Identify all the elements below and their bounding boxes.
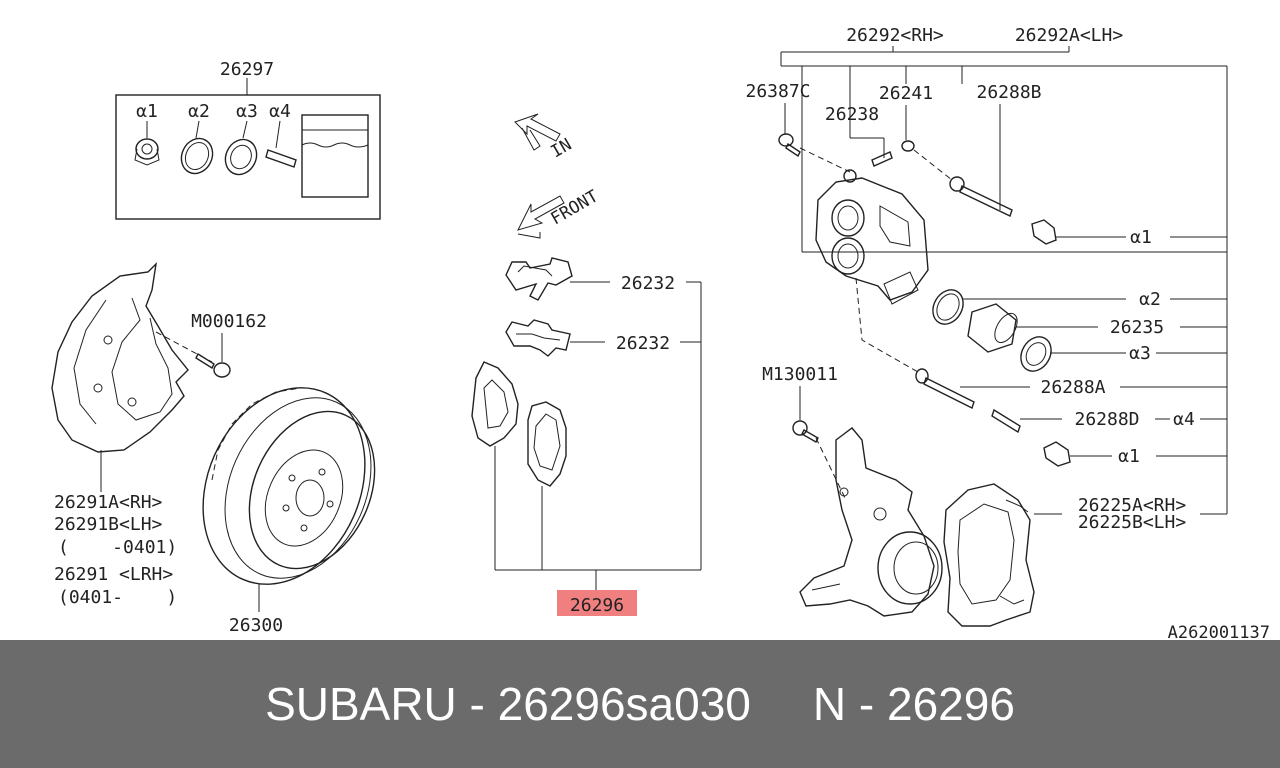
shim-upper: [505, 257, 573, 301]
a4-caliper-label: α4: [1173, 409, 1195, 430]
shield-date2-label: (0401- ): [58, 587, 177, 608]
support-rh-label: 26225A<RH>: [1078, 495, 1187, 516]
caliper-support: [943, 483, 1035, 627]
a1-boot-lower: [1043, 441, 1071, 467]
part-26288d-pin: [991, 408, 1021, 434]
a2-seal-ring: [932, 289, 964, 325]
kit-a4-label: α4: [269, 101, 291, 122]
shield-lrh-label: 26291 <LRH>: [54, 564, 173, 585]
kit-grease-tube: [301, 114, 369, 198]
brake-rotor: [202, 387, 376, 585]
direction-arrow-in: IN: [514, 113, 575, 162]
shield-date1-label: ( -0401): [58, 537, 177, 558]
shim-upper-label: 26232: [621, 273, 675, 294]
kit-a2-seal-ring: [180, 137, 214, 175]
part-26288d-label: 26288D: [1074, 409, 1139, 430]
pad-set-highlight: [557, 590, 637, 616]
footer-brand-part: SUBARU - 26296sa030: [265, 678, 751, 730]
caliper-body: [815, 169, 929, 305]
brake-pad-outer: [471, 361, 519, 447]
bolt-m000162-label: M000162: [191, 311, 267, 332]
kit-a4-pin: [265, 149, 297, 168]
kit-label: 26297: [220, 59, 274, 80]
kit-a1-label: α1: [136, 101, 158, 122]
bleeder-cap-label: 26387C: [745, 81, 810, 102]
bleeder-cap: [778, 133, 801, 158]
kit-a1-boot: [134, 138, 160, 166]
a2-caliper-label: α2: [1139, 289, 1161, 310]
kit-a3-label: α3: [236, 101, 258, 122]
shim-lower: [505, 319, 571, 357]
part-26288b-label: 26288B: [976, 82, 1041, 103]
bolt-m130011: [792, 420, 819, 443]
shim-lower-label: 26232: [616, 333, 670, 354]
support-lh-label: 26225B<LH>: [1078, 512, 1187, 533]
footer-number: N - 26296: [812, 678, 1015, 730]
a3-piston-seal: [1020, 336, 1052, 372]
dust-shield: [51, 261, 189, 453]
rotor-label: 26300: [229, 615, 283, 636]
bolt-m130011-label: M130011: [762, 364, 838, 385]
diagram-canvas: 26297 α1 α2 α3 α4 IN FRONT: [51, 25, 1270, 640]
caliper-lh-label: 26292A<LH>: [1015, 25, 1124, 46]
caliper-callout-lines: [780, 46, 1228, 515]
a1-upper-label: α1: [1130, 227, 1152, 248]
brake-pad-inner: [527, 401, 567, 487]
piston-26235: [967, 303, 1018, 353]
kit-a3-piston-seal: [224, 138, 258, 176]
kit-a2-label: α2: [188, 101, 210, 122]
pad-set-bracket: [494, 281, 702, 590]
a3-caliper-label: α3: [1129, 343, 1151, 364]
shield-rh-label: 26291A<RH>: [54, 492, 163, 513]
a1-lower-label: α1: [1118, 446, 1140, 467]
part-26241-screw: [901, 140, 915, 152]
seal-kit-box: 26297 α1 α2 α3 α4: [115, 59, 381, 220]
diagram-code: A262001137: [1168, 623, 1270, 640]
part-26238-bleeder: [871, 151, 893, 167]
parts-diagram: 26297 α1 α2 α3 α4 IN FRONT: [51, 25, 1270, 640]
part-26235-label: 26235: [1110, 317, 1164, 338]
caliper-rh-label: 26292<RH>: [846, 25, 944, 46]
footer-bar: SUBARU - 26296sa030 N - 26296: [0, 640, 1280, 768]
steering-knuckle: [799, 427, 943, 617]
direction-arrow-front: FRONT: [517, 186, 602, 239]
shield-lh-label: 26291B<LH>: [54, 514, 163, 535]
bolt-m000162: [195, 352, 231, 378]
part-26288a-label: 26288A: [1040, 377, 1105, 398]
part-26238-label: 26238: [825, 104, 879, 125]
part-26241-label: 26241: [879, 83, 933, 104]
part-26288a-guide-pin: [915, 368, 975, 409]
part-26288b-guide-pin: [949, 176, 1013, 217]
a1-boot-upper: [1031, 219, 1057, 245]
direction-front-label: FRONT: [548, 186, 602, 229]
pad-set-label: 26296: [570, 595, 624, 616]
